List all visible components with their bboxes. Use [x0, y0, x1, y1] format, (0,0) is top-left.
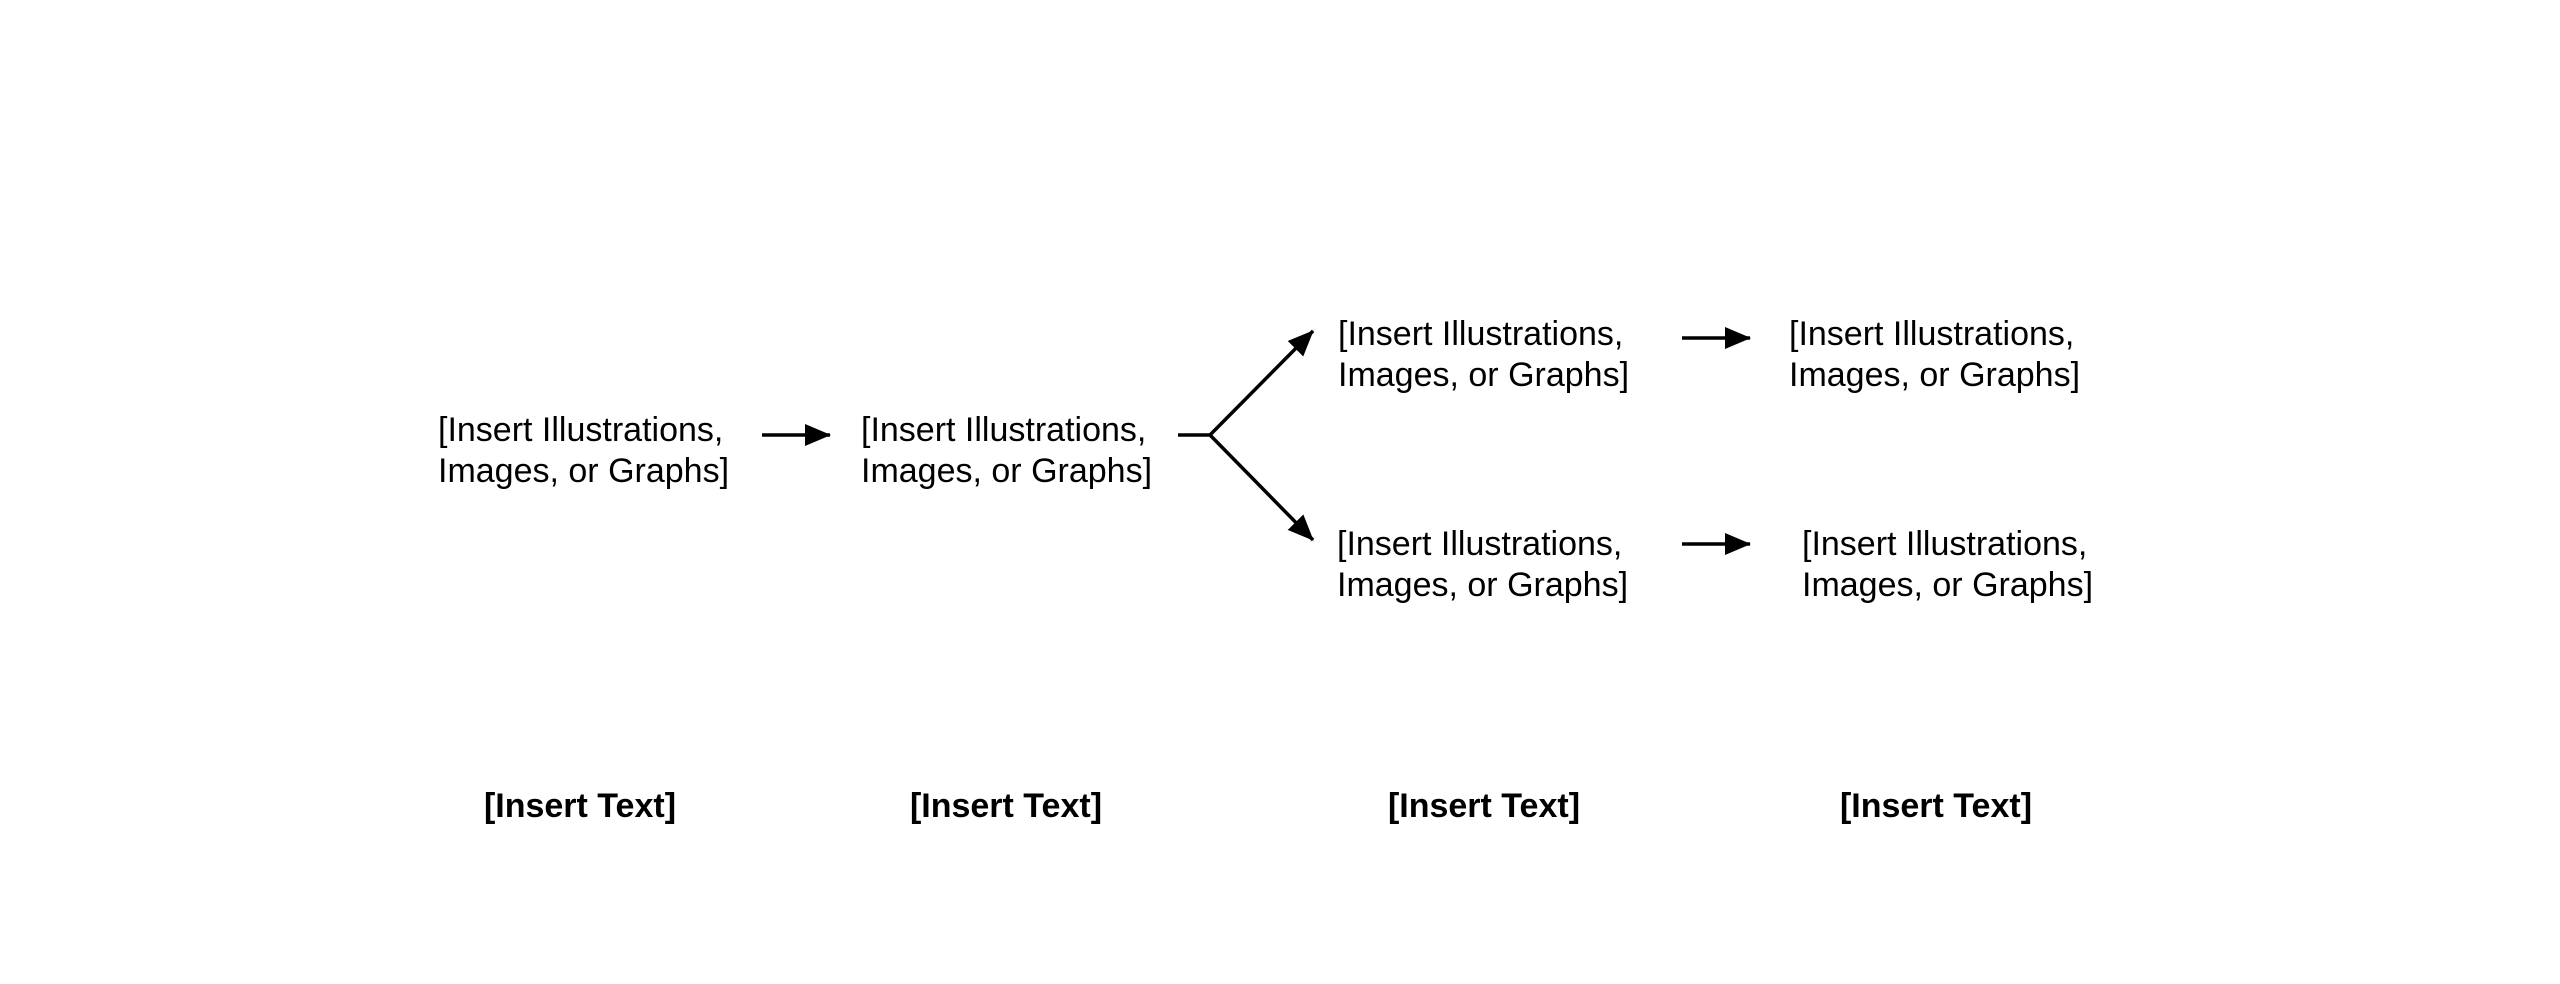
caption-4: [Insert Text] — [1839, 787, 2033, 825]
node-4: [Insert Illustrations, Images, or Graphs… — [1789, 314, 2080, 396]
node-2-line1: [Insert Illustrations, — [861, 411, 1147, 449]
node-6: [Insert Illustrations, Images, or Graphs… — [1802, 524, 2093, 606]
node-3: [Insert Illustrations, Images, or Graphs… — [1338, 314, 1629, 396]
node-5-line2: Images, or Graphs] — [1337, 566, 1629, 604]
node-5-line1: [Insert Illustrations, — [1337, 525, 1623, 563]
caption-2: [Insert Text] — [909, 787, 1103, 825]
node-1-line2: Images, or Graphs] — [438, 452, 730, 490]
node-3-line2: Images, or Graphs] — [1338, 356, 1630, 394]
arrow-n2-to-n5 — [1208, 433, 1315, 542]
node-4-line1: [Insert Illustrations, — [1789, 315, 2075, 353]
arrow-n2-to-n3 — [1208, 329, 1315, 437]
caption-3: [Insert Text] — [1387, 787, 1581, 825]
node-1-line1: [Insert Illustrations, — [438, 411, 724, 449]
node-3-line1: [Insert Illustrations, — [1338, 315, 1624, 353]
node-6-line1: [Insert Illustrations, — [1802, 525, 2088, 563]
node-4-line2: Images, or Graphs] — [1789, 356, 2081, 394]
node-1: [Insert Illustrations, Images, or Graphs… — [438, 410, 729, 492]
node-2: [Insert Illustrations, Images, or Graphs… — [861, 410, 1152, 492]
node-2-line2: Images, or Graphs] — [861, 452, 1153, 490]
node-6-line2: Images, or Graphs] — [1802, 566, 2094, 604]
caption-1: [Insert Text] — [483, 787, 677, 825]
node-5: [Insert Illustrations, Images, or Graphs… — [1337, 524, 1628, 606]
